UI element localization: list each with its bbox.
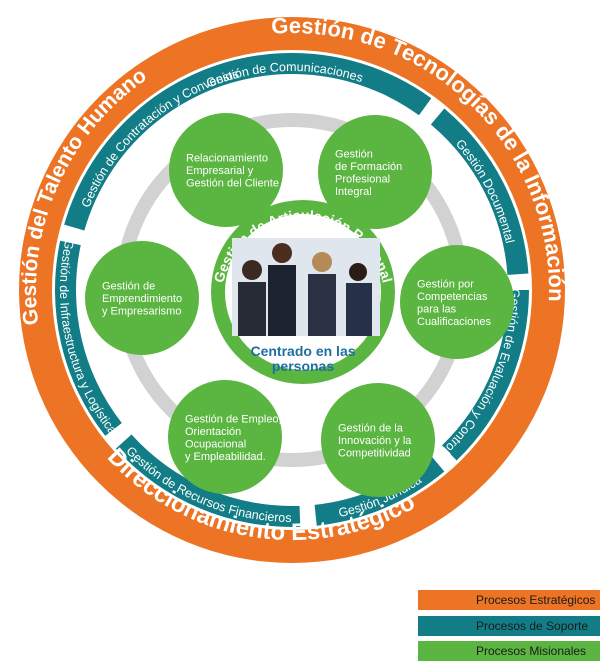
missional-label-line: Gestión del Cliente — [186, 178, 279, 190]
missional-label-line: Ocupacional — [185, 438, 246, 450]
missional-circle — [318, 115, 432, 229]
missional-label-line: y Empleabilidad. — [185, 451, 266, 463]
support-segment-infraestructura — [54, 240, 122, 436]
missional-circle — [169, 113, 283, 227]
missional-label-line: Competencias — [417, 291, 488, 303]
missional-circle — [168, 380, 282, 494]
missional-circle — [321, 383, 435, 497]
missional-label-line: Competitividad — [338, 448, 411, 460]
missional-label-line: Gestión de la — [338, 423, 404, 435]
missional-label-line: Profesional — [335, 173, 390, 185]
missional-process-5: Gestión de Empleo,OrientaciónOcupacional… — [168, 380, 282, 494]
missional-label-line: Orientación — [185, 426, 241, 438]
support-segment-financieros — [115, 434, 301, 528]
missional-label-line: y Empresarismo — [102, 306, 181, 318]
support-segment-evaluacion — [442, 290, 529, 461]
missional-label-line: Innovación y la — [338, 435, 412, 447]
missional-label-line: de Formación — [335, 161, 402, 173]
legend-strategic-swatch — [418, 590, 600, 610]
missional-label-line: Gestión por — [417, 278, 474, 290]
legend-missional: Procesos Misionales — [418, 641, 604, 661]
missional-label-line: Empresarial y — [186, 165, 254, 177]
legend-strategic: Procesos Estratégicos — [418, 590, 604, 610]
legend-support: Procesos de Soporte — [418, 616, 604, 636]
missional-circle — [85, 241, 199, 355]
missional-label-line: Gestión de Empleo, — [185, 413, 282, 425]
missional-label-line: Emprendimiento — [102, 293, 182, 305]
legend-strategic-label: Procesos Estratégicos — [476, 593, 596, 607]
missional-label-line: Relacionamiento — [186, 153, 268, 165]
missional-label-line: para las — [417, 303, 457, 315]
group-photo-icon — [232, 238, 380, 336]
missional-label-line: Gestión de — [102, 281, 155, 293]
missional-label-line: Cualificaciones — [417, 316, 491, 328]
legend-missional-label: Procesos Misionales — [476, 644, 587, 658]
center-caption-1: Centrado en las — [250, 343, 355, 359]
legend-support-swatch — [418, 616, 600, 636]
legend-support-label: Procesos de Soporte — [476, 619, 589, 633]
missional-label-line: Gestión — [335, 148, 373, 160]
support-segment-documental — [430, 108, 529, 275]
missional-label-line: Integral — [335, 186, 372, 198]
legend-missional-swatch — [418, 641, 600, 661]
missional-circle — [400, 245, 514, 359]
center-caption-2: personas — [272, 358, 334, 374]
support-segment-contratacion — [64, 55, 262, 231]
